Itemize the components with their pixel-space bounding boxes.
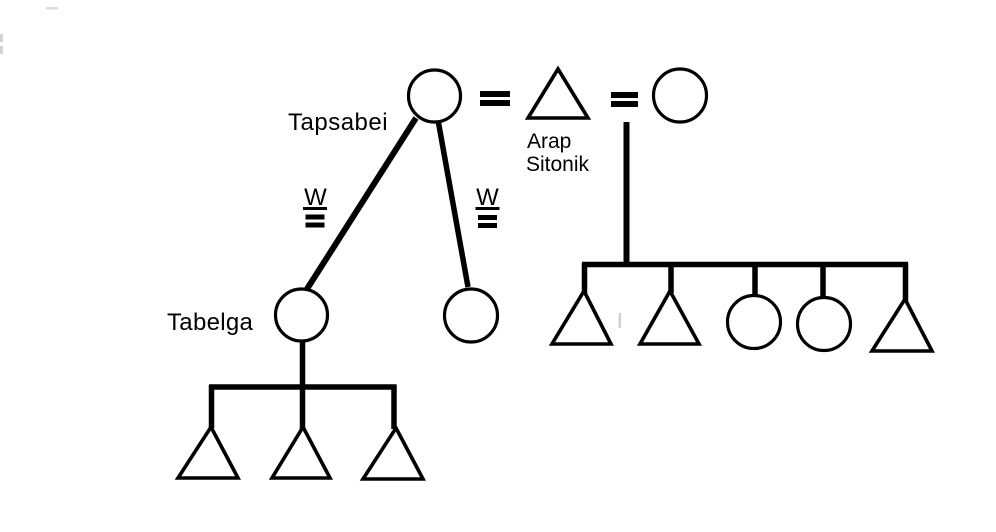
equals-bar — [480, 100, 510, 106]
label-tapsabei: Tapsabei — [288, 109, 388, 136]
wife-abbrev-left-label: W — [304, 184, 327, 211]
equals-bar — [305, 222, 325, 228]
wife-link-line-right — [435, 119, 471, 288]
equals-icon — [478, 215, 497, 228]
equals-icon — [305, 214, 325, 228]
label-arap-sitonik-line1: Arap — [527, 130, 571, 153]
female-circle-wife-2 — [442, 287, 500, 344]
male-triangle-child-r2 — [636, 287, 703, 346]
scan-artifact-edge-1 — [0, 34, 3, 42]
female-circle-child-r4 — [795, 295, 853, 353]
male-triangle-child-l3 — [359, 424, 426, 481]
female-circle-right-wife — [651, 67, 709, 124]
scan-artifact-edge-2 — [0, 46, 3, 54]
label-arap-sitonik-line2: Sitonik — [526, 153, 590, 176]
female-circle-tapsabei — [406, 68, 463, 124]
wife-link-line-left — [304, 116, 419, 291]
equals-bar — [478, 223, 497, 228]
wife-underline — [475, 207, 500, 210]
marriage-equals-left — [480, 91, 510, 106]
male-triangle-child-l2 — [268, 423, 333, 480]
equals-bar — [478, 215, 497, 220]
equals-bar — [611, 101, 638, 107]
wife-underline — [303, 207, 327, 210]
male-triangle-child-r5 — [868, 295, 935, 353]
label-tabelga: Tabelga — [167, 309, 254, 336]
wife-abbrev-right-label: W — [476, 184, 499, 211]
scan-artifact-top-smudge — [46, 7, 58, 10]
wife-marker-left: W — [303, 184, 327, 228]
equals-bar — [305, 214, 325, 220]
male-triangle-child-r1 — [548, 287, 614, 346]
female-circle-tabelga — [273, 287, 330, 343]
scan-artifact-dash — [618, 313, 621, 328]
female-circle-child-r3 — [725, 293, 783, 351]
equals-bar — [480, 91, 510, 97]
wife-marker-right: W — [475, 184, 500, 228]
male-triangle-child-l1 — [174, 423, 241, 480]
equals-bar — [611, 92, 638, 98]
marriage-equals-right — [611, 92, 638, 107]
male-triangle-arap-sitonik — [524, 65, 592, 120]
